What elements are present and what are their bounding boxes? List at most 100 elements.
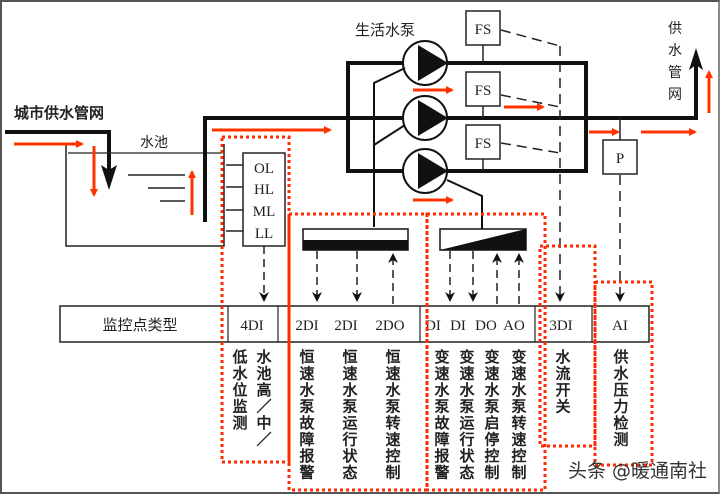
description-char: 状 xyxy=(342,447,358,465)
description-char: 关 xyxy=(555,398,570,416)
watermark: 头条 @暖通南社 xyxy=(568,460,707,482)
table-cell: DO xyxy=(475,318,497,334)
description-char: 态 xyxy=(459,464,474,482)
description-char: 转 xyxy=(385,414,400,432)
description-char: 变 xyxy=(434,348,449,366)
group-flow-switch xyxy=(538,244,597,448)
table-cell: DI xyxy=(450,318,466,334)
constant-speed-controller xyxy=(302,228,409,304)
description-char: 测 xyxy=(232,414,247,432)
table-cell: 3DI xyxy=(549,318,572,334)
description-char: 报 xyxy=(434,447,449,465)
pump-triangle-icon xyxy=(418,153,448,189)
description-char: 水 xyxy=(484,381,500,399)
city-supply-label: 城市供水管网 xyxy=(14,104,104,122)
description-char: 水 xyxy=(299,381,315,399)
table-cell: DI xyxy=(425,318,441,334)
description-char: 高 xyxy=(256,381,271,399)
description-char: 压 xyxy=(613,381,628,399)
description-char: 流 xyxy=(555,365,570,383)
description-char: 控 xyxy=(484,447,499,465)
pump-1 xyxy=(402,40,448,86)
table-header-cell: 监控点类型 xyxy=(102,316,177,334)
description-char: 力 xyxy=(613,398,628,416)
description-char: 速 xyxy=(459,365,474,383)
description-char: 水 xyxy=(555,348,571,366)
table-cell: 4DI xyxy=(240,318,263,334)
pressure-sensor: P xyxy=(602,118,638,302)
description-char: 中 xyxy=(256,414,271,432)
description-char: 监 xyxy=(232,398,247,416)
flow-switch-1: FS xyxy=(465,10,501,63)
variable-speed-controller xyxy=(439,228,527,304)
description-char: 速 xyxy=(385,431,400,449)
description-char: 速 xyxy=(511,431,526,449)
description-char: 变 xyxy=(459,348,474,366)
description-char: 控 xyxy=(511,447,526,465)
description-char: 恒 xyxy=(385,348,400,366)
description-char: 水 xyxy=(342,381,358,399)
flow-switch-3: FS xyxy=(465,124,501,171)
description-char: 速 xyxy=(299,365,314,383)
pool-tank xyxy=(65,144,225,247)
description-char: 水 xyxy=(232,365,248,383)
pool-label: 水池 xyxy=(140,135,168,151)
description-char: 位 xyxy=(232,381,247,399)
flow-switch-2: FS xyxy=(465,71,501,118)
description-char: 停 xyxy=(484,431,499,449)
description-char: 警 xyxy=(298,464,314,482)
description-char: 水 xyxy=(613,365,629,383)
pump-3 xyxy=(402,148,448,194)
description-char: 速 xyxy=(342,365,357,383)
description-char: 行 xyxy=(341,431,357,449)
description-char: 变 xyxy=(484,348,499,366)
description-char: 运 xyxy=(459,414,474,432)
flow-switch-signals xyxy=(500,29,565,302)
table-cell: AO xyxy=(503,318,525,334)
group-outlines xyxy=(220,135,654,492)
pumps-label: 生活水泵 xyxy=(355,21,415,39)
description-char: 态 xyxy=(342,464,357,482)
description-char: 制 xyxy=(484,464,499,482)
pump-triangle-icon xyxy=(418,45,448,81)
svg-text:网: 网 xyxy=(668,87,682,103)
description-char: 变 xyxy=(511,348,526,366)
description-char: 泵 xyxy=(459,398,474,416)
table-cell: AI xyxy=(612,318,628,334)
description-char: 制 xyxy=(385,464,400,482)
description-char: 泵 xyxy=(342,398,357,416)
description-char: 开 xyxy=(555,381,570,399)
description-char: 水 xyxy=(511,381,527,399)
description-char: 行 xyxy=(458,431,474,449)
description-char: 制 xyxy=(511,464,526,482)
description-char: 低 xyxy=(231,348,247,366)
level-ol: OL xyxy=(254,161,274,177)
description-char: 水 xyxy=(385,381,401,399)
city-supply-pipe xyxy=(5,130,117,190)
description-char: 恒 xyxy=(342,348,357,366)
description-char: 故 xyxy=(299,414,315,432)
svg-text:供: 供 xyxy=(668,21,682,37)
monitor-point-table: 监控点类型 4DI 2DI 2DI 2DO DI DI DO AO 3DI AI xyxy=(59,305,650,343)
description-char: 障 xyxy=(299,431,314,449)
description-char: 泵 xyxy=(385,398,400,416)
description-char: 转 xyxy=(511,414,526,432)
desc-pool-level: 水池高／中／ xyxy=(256,348,272,449)
level-hl: HL xyxy=(254,182,274,198)
description-char: 速 xyxy=(385,365,400,383)
svg-text:FS: FS xyxy=(475,22,492,38)
description-char: 故 xyxy=(434,414,450,432)
svg-text:FS: FS xyxy=(475,136,492,152)
pump-wires xyxy=(373,67,483,230)
outlet-arrow-up-icon xyxy=(689,48,703,70)
